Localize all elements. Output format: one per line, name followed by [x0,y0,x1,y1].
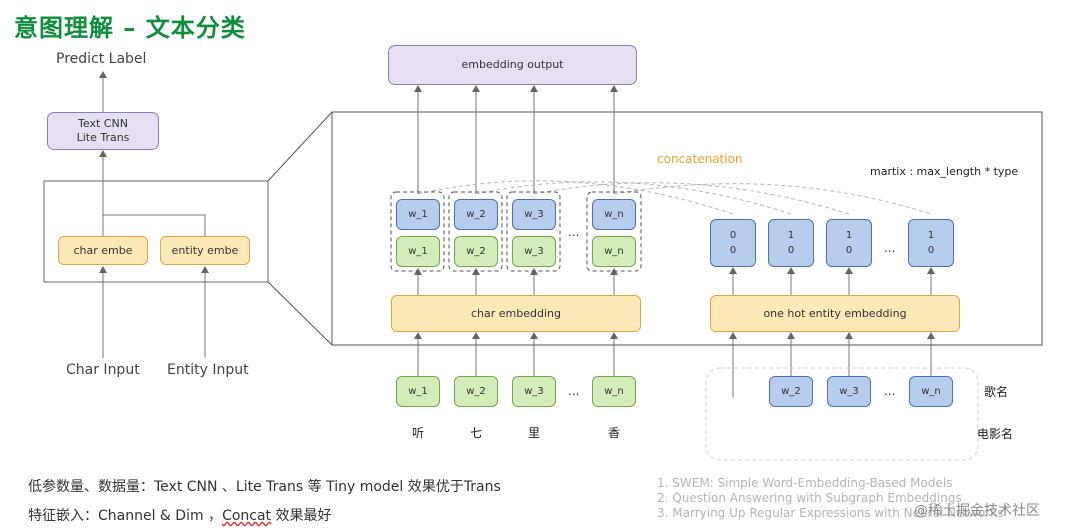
char-vector-top-1: w_1 [396,199,440,230]
entity-input-3: w_3 [827,376,871,407]
reference-1: 1. SWEM: Simple Word-Embedding-Based Mod… [657,476,953,490]
entity-input-n: w_n [909,376,953,407]
note-line-1: 低参数量、数据量：Text CNN 、Lite Trans 等 Tiny mod… [28,479,501,495]
entity-vector-3-b: 0 [845,245,853,256]
char-input-2: w_2 [454,376,498,407]
concatenation-label: concatenation [657,152,743,166]
entity-input-2: w_2 [769,376,813,407]
char-input-1: w_1 [396,376,440,407]
model-line-1: Text CNN [78,117,128,130]
note-line-2: 特征嵌入：Channel & Dim ，Concat 效果最好 [28,505,332,525]
entity-vector-3: 1 0 [826,219,872,267]
char-vector-bottom-2: w_2 [454,236,498,267]
slide-title: 意图理解 – 文本分类 [14,14,246,42]
char-vector-bottom-n: w_n [592,236,636,267]
note-line-2-suffix: 效果最好 [271,508,332,524]
entity-vector-n-a: 1 [927,230,935,241]
ellipsis-char-inputs: ... [568,384,580,398]
note-concat-word: Concat [222,508,272,524]
char-input-label: Char Input [66,362,140,378]
char-input-n: w_n [592,376,636,407]
char-embedding-box: char embedding [391,295,641,332]
reference-2: 2. Question Answering with Subgraph Embe… [657,491,962,505]
entity-vector-1-a: 0 [729,230,737,241]
reference-3: 3. Marrying Up Regular Expressions with … [657,506,1004,520]
char-embe-box: char embe [58,236,148,265]
entity-input-label: Entity Input [167,362,249,378]
char-vector-top-2: w_2 [454,199,498,230]
entity-vector-1-b: 0 [729,245,737,256]
entity-vector-n-b: 0 [927,245,935,256]
matrix-note: martix : max_length * type [870,165,1019,178]
model-box: Text CNN Lite Trans [47,112,159,150]
song-name-label: 歌名 [984,385,1009,399]
char-qi: 七 [470,426,483,440]
entity-vector-2: 1 0 [768,219,814,267]
char-li: 里 [528,426,541,440]
entity-vector-2-b: 0 [787,245,795,256]
movie-name-label: 电影名 [977,427,1014,441]
model-line-2: Lite Trans [76,131,130,144]
char-vector-bottom-3: w_3 [512,236,556,267]
entity-vector-3-a: 1 [845,230,853,241]
char-vector-top-3: w_3 [512,199,556,230]
entity-vector-1: 0 0 [710,219,756,267]
char-input-3: w_3 [512,376,556,407]
entity-vector-2-a: 1 [787,230,795,241]
char-vector-top-n: w_n [592,199,636,230]
note-line-2-prefix: 特征嵌入：Channel & Dim ， [28,508,223,524]
entity-embe-box: entity embe [160,236,250,265]
ellipsis-char-vectors: ... [568,225,580,239]
char-ting: 听 [412,426,425,440]
predict-label: Predict Label [56,51,147,67]
watermark: @稀土掘金技术社区 [914,503,1040,519]
entity-vector-n: 1 0 [908,219,954,267]
entity-embedding-box: one hot entity embedding [710,295,960,332]
ellipsis-entity-inputs: ... [884,384,896,398]
char-xiang: 香 [608,426,621,440]
ellipsis-entity-vectors: ... [884,241,896,255]
char-vector-bottom-1: w_1 [396,236,440,267]
embedding-output-box: embedding output [388,45,637,85]
